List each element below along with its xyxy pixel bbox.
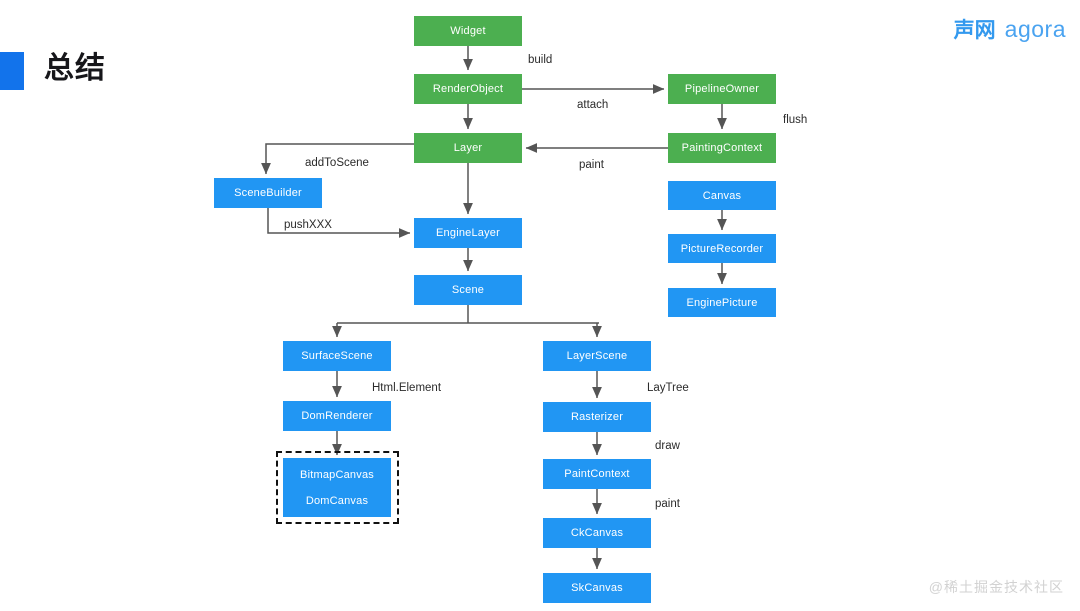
node-label: SurfaceScene	[301, 350, 373, 362]
node-label: Scene	[451, 284, 485, 296]
edge-label-flush: flush	[783, 114, 808, 126]
node-enginepicture[interactable]: EnginePicture	[668, 288, 776, 317]
page-title: 总结	[44, 52, 106, 85]
edge-label-pushxxx: pushXXX	[284, 219, 332, 231]
edge-label-laytree: LayTree	[647, 382, 689, 394]
node-surfacescene[interactable]: SurfaceScene	[283, 341, 391, 371]
node-label: PaintingContext	[681, 142, 763, 154]
node-label: SkCanvas	[571, 582, 623, 594]
edge-label-attach: attach	[577, 99, 609, 111]
node-label: PipelineOwner	[684, 83, 760, 95]
edge-label-paint-bottom: paint	[655, 498, 680, 510]
brand-name-en: agora	[1004, 15, 1066, 42]
brand-name-cn: 声网	[953, 19, 996, 42]
node-label: CkCanvas	[570, 527, 624, 539]
node-label: DomRenderer	[301, 410, 373, 422]
canvas-group-outline	[276, 451, 399, 524]
edge-label-build: build	[528, 54, 553, 66]
watermark: @稀土掘金技术社区	[928, 579, 1064, 595]
node-skcanvas[interactable]: SkCanvas	[543, 573, 651, 603]
node-label: BitmapCanvas	[300, 468, 374, 481]
node-renderobject[interactable]: RenderObject	[414, 74, 522, 104]
node-picturerecorder[interactable]: PictureRecorder	[668, 234, 776, 263]
node-label: LayerScene	[566, 350, 628, 362]
node-label: Canvas	[702, 189, 742, 202]
node-canvas[interactable]: Canvas	[668, 181, 776, 210]
node-rasterizer[interactable]: Rasterizer	[543, 402, 651, 432]
node-label: DomCanvas	[305, 494, 369, 507]
node-label: Widget	[450, 25, 486, 37]
node-label: Layer	[453, 142, 483, 154]
node-enginelayer[interactable]: EngineLayer	[414, 218, 522, 248]
node-label: EnginePicture	[686, 296, 758, 309]
node-label: PaintContext	[564, 468, 630, 480]
node-widget[interactable]: Widget	[414, 16, 522, 46]
node-scene[interactable]: Scene	[414, 275, 522, 305]
node-scenebuilder[interactable]: SceneBuilder	[214, 178, 322, 208]
title-accent-square	[0, 52, 24, 90]
edge-label-draw: draw	[655, 440, 680, 452]
node-paintingcontext[interactable]: PaintingContext	[668, 133, 776, 163]
node-label: SceneBuilder	[234, 187, 302, 199]
node-label: RenderObject	[432, 83, 504, 95]
node-paintcontext[interactable]: PaintContext	[543, 459, 651, 489]
node-label: Rasterizer	[570, 411, 624, 423]
edge-label-paint-right: paint	[579, 159, 604, 171]
edge-label-html-element: Html.Element	[372, 382, 442, 394]
edge-label-addtoscene: addToScene	[305, 157, 369, 169]
node-domrenderer[interactable]: DomRenderer	[283, 401, 391, 431]
node-layerscene[interactable]: LayerScene	[543, 341, 651, 371]
node-layer[interactable]: Layer	[414, 133, 522, 163]
node-label: EngineLayer	[436, 227, 500, 239]
node-pipelineowner[interactable]: PipelineOwner	[668, 74, 776, 104]
node-ckcanvas[interactable]: CkCanvas	[543, 518, 651, 548]
agora-logo: 声网 agora	[954, 14, 1066, 44]
node-label: PictureRecorder	[680, 242, 764, 255]
